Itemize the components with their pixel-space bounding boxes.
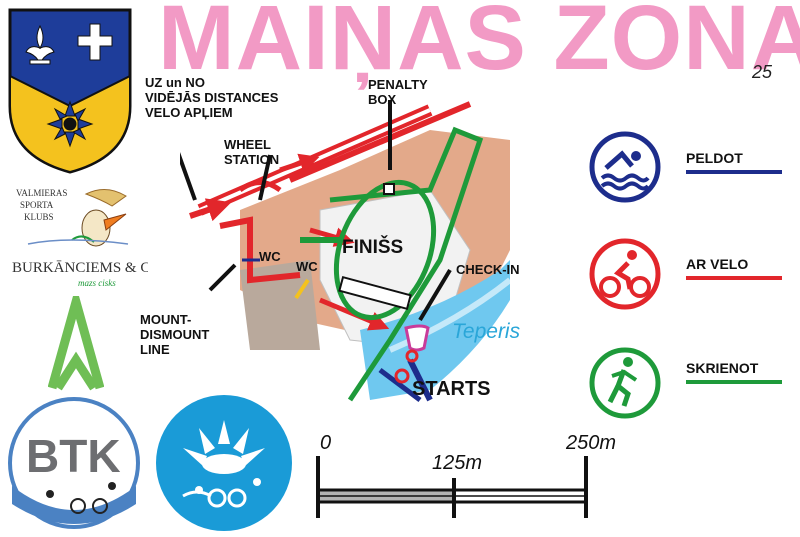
- transition-zone-map: [180, 100, 512, 402]
- label-check-in: CHECK-IN: [456, 262, 520, 277]
- legend-line-swim: [686, 170, 782, 174]
- page-number: 25: [752, 62, 773, 82]
- swimmer-icon: [589, 131, 661, 203]
- label-lake: Teperis: [452, 320, 521, 343]
- legend-line-bike: [686, 276, 782, 280]
- parking-area: [240, 260, 320, 350]
- run-track-oval: [333, 179, 437, 321]
- runner-icon: [589, 347, 661, 419]
- coat-of-arms-logo: [8, 8, 132, 174]
- legend-label-swim: PELDOT: [686, 150, 743, 166]
- bike-rack: [338, 275, 412, 311]
- sponsor-name: BURKĀNCIEMS & Co: [12, 260, 148, 276]
- label-finish: FINIŠS: [342, 237, 404, 258]
- arrow-wheel-station: [258, 154, 272, 201]
- start-buoy: [394, 368, 410, 384]
- scale-label-125: 125m: [432, 452, 483, 474]
- check-in-tent: [404, 324, 430, 352]
- sponsor-tagline: mazs cisks: [78, 278, 116, 288]
- sport-club-logo: VALMIERAS SPORTA KLUBS BURKĀNCIEMS & Co …: [12, 188, 148, 288]
- btk-logo: BTK: [8, 397, 140, 529]
- penalty-box-marker: [383, 183, 395, 195]
- triathlon-club-logo: [156, 395, 292, 531]
- scale-bar: [316, 456, 588, 518]
- swim-route: [407, 358, 433, 402]
- label-wc-right: WC: [296, 259, 318, 274]
- label-wc-left: WC: [259, 249, 281, 264]
- legend-label-bike: AR VELO: [686, 256, 749, 272]
- btk-text: BTK: [26, 430, 121, 482]
- club-name-line2: SPORTA: [20, 200, 54, 210]
- scale-label-0: 0: [320, 432, 332, 454]
- legend-line-run: [686, 380, 782, 384]
- arrow-check-in: [418, 268, 452, 322]
- bike-route-transition: [219, 216, 301, 284]
- club-name-line1: VALMIERAS: [16, 188, 67, 198]
- scale-label-250: 250m: [566, 432, 617, 454]
- label-start: STARTS: [412, 378, 491, 400]
- page-title: MAIŅAS ZONA: [158, 0, 800, 89]
- legend-label-run: SKRIENOT: [686, 360, 759, 376]
- cyclist-icon: [589, 238, 661, 310]
- arrow-mount-line: [208, 263, 237, 292]
- club-name-line3: KLUBS: [24, 212, 54, 222]
- lambda-logo: [48, 296, 104, 391]
- run-route: [329, 126, 484, 402]
- arrow-distance-loops: [180, 152, 197, 201]
